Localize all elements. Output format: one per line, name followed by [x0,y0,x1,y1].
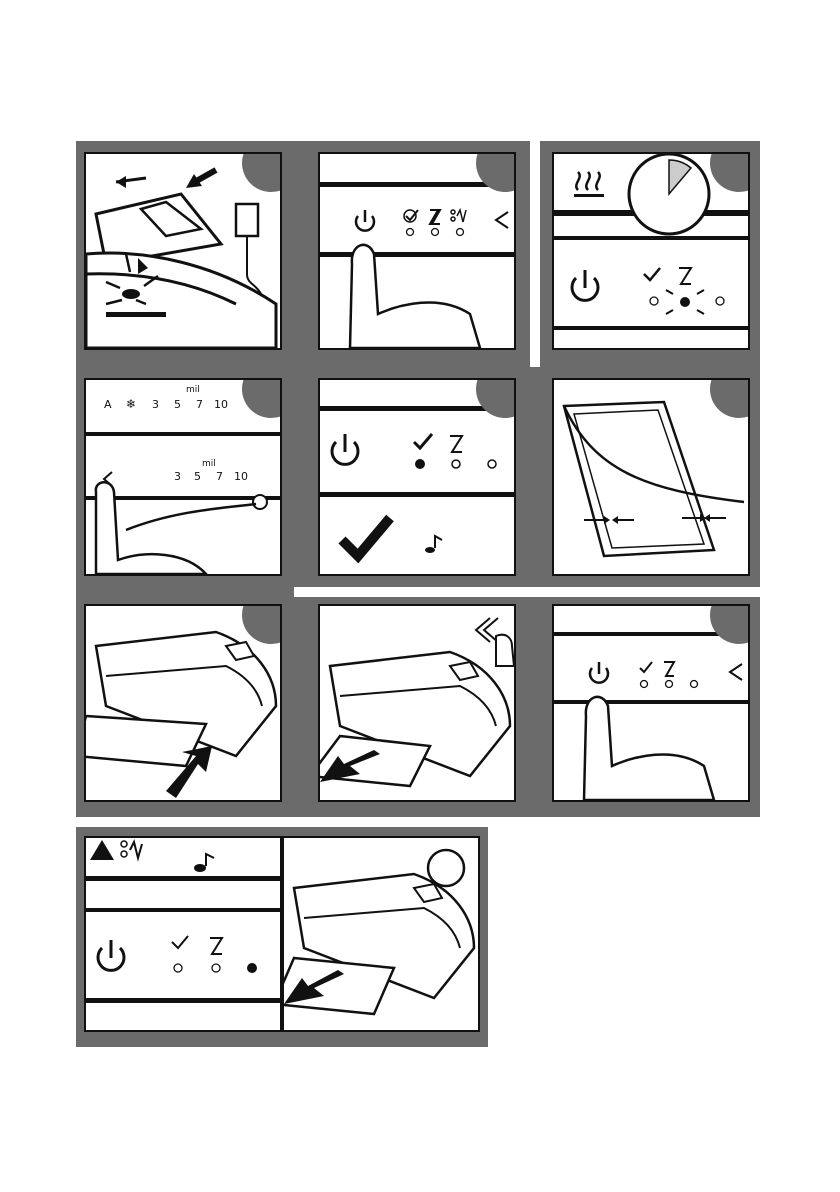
panel-setup [84,152,282,350]
thickness-7-top: 7 [196,398,203,411]
panel-ready [318,378,516,576]
mil-label-bottom: mil [202,459,216,469]
back-arrow-icon [496,212,508,228]
back-arrow-icon [476,618,498,642]
buzzer-icon [194,854,214,872]
panel-thickness: A mil 3 5 7 10 ❄ mil 3 5 7 10 [84,378,282,576]
snowflake-icon: ❄ [126,397,136,411]
finger-icon [584,697,714,800]
panel-jam-warning [84,836,282,1032]
svg-text:10: 10 [234,470,248,483]
laminator-eject-illustration [320,606,514,800]
svg-text:7: 7 [216,470,223,483]
hourglass-icon [430,210,440,224]
jam-remove-illustration [284,838,478,1030]
panel-power-on [318,152,516,350]
panel-jam-remove [282,836,480,1032]
checkmark-icon [342,518,390,556]
buzzer-icon [425,536,442,553]
power-icon [98,940,124,970]
jam-icon [121,841,142,858]
jam-warning-illustration [86,838,280,1030]
back-arrow-icon [730,664,742,680]
power-icon [356,210,374,231]
clock-icon [629,154,709,234]
ready-check-icon [404,210,418,222]
auto-mode-label: A [104,398,112,411]
panel-power-off [552,604,750,802]
power-icon [572,270,598,300]
svg-text:5: 5 [194,470,201,483]
power-icon [332,434,358,464]
panel-heating [552,152,750,350]
panel-pouch [552,378,750,576]
panel-eject [318,604,516,802]
finger-icon [496,635,514,666]
heat-icon [574,172,604,197]
warning-icon [90,840,114,860]
thickness-10-top: 10 [214,398,228,411]
jam-icon [451,210,466,222]
power-icon [590,662,608,683]
ready-check-icon [414,434,432,448]
svg-text:3: 3 [174,470,181,483]
panel-feed [84,604,282,802]
thickness-3-top: 3 [152,398,159,411]
thickness-5-top: 5 [174,398,181,411]
mil-label-top: mil [186,385,200,395]
finger-icon [350,245,480,348]
